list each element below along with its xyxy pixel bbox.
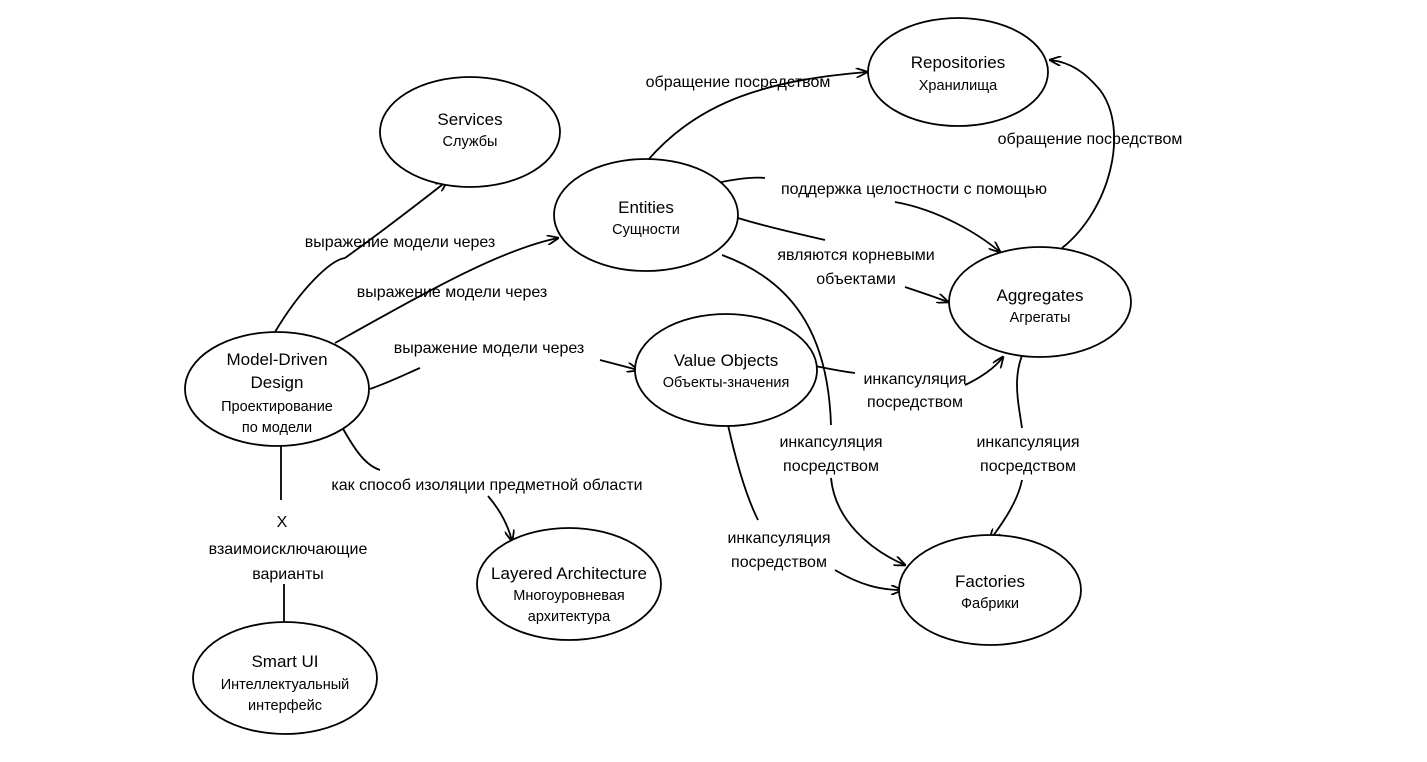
node-services-ru: Службы <box>443 134 498 150</box>
node-mdd-ru-line2: по модели <box>242 420 312 436</box>
node-entities-en: Entities <box>618 198 674 217</box>
node-factories-ru: Фабрики <box>961 596 1019 612</box>
label-entities-aggregates-root-line1: являются корневыми <box>777 247 934 264</box>
label-mdd-entities: выражение модели через <box>357 284 548 301</box>
node-layered-ru-line2: архитектура <box>528 609 611 625</box>
node-services-en: Services <box>437 110 502 129</box>
label-value-objects-aggregates-line1: инкапсуляция <box>863 371 966 388</box>
edge-value-objects-factories <box>727 424 902 590</box>
label-entities-aggregates-integrity: поддержка целостности с помощью <box>781 181 1047 198</box>
edge-mdd-value-objects <box>369 360 638 390</box>
node-model-driven-design: Model-Driven Design Проектирование по мо… <box>184 331 370 447</box>
label-value-objects-aggregates-line2: посредством <box>867 394 963 411</box>
label-entities-aggregates-root-line2: объектами <box>816 271 896 288</box>
label-value-objects-factories-line1: инкапсуляция <box>727 530 830 547</box>
node-value-objects-ru: Объекты-значения <box>663 375 790 391</box>
label-mdd-value-objects: выражение модели через <box>394 340 585 357</box>
label-entities-repositories: обращение посредством <box>646 74 831 91</box>
edge-mdd-entities <box>334 238 558 344</box>
label-value-objects-factories-line2: посредством <box>731 554 827 571</box>
edge-aggregates-repositories <box>1050 60 1115 249</box>
label-mdd-smart-ui-line1: взаимоисключающие <box>209 541 368 558</box>
node-aggregates: Aggregates Агрегаты <box>948 246 1132 358</box>
label-mdd-layered: как способ изоляции предметной области <box>331 477 642 494</box>
node-repositories: Repositories Хранилища <box>867 17 1049 127</box>
node-entities: Entities Сущности <box>553 158 739 272</box>
node-layered-ru-line1: Многоуровневая <box>513 588 624 604</box>
label-entities-factories-line2: посредством <box>783 458 879 475</box>
label-entities-factories-line1: инкапсуляция <box>779 434 882 451</box>
edge-entities-aggregates-root <box>737 217 948 302</box>
node-mdd-en-line2: Design <box>251 373 304 392</box>
edge-entities-factories <box>721 254 905 565</box>
node-repositories-en: Repositories <box>911 53 1006 72</box>
node-aggregates-ru: Агрегаты <box>1010 310 1071 326</box>
edge-labels: обращение посредством обращение посредст… <box>209 74 1183 583</box>
node-smart-ui-ru-line1: Интеллектуальный <box>221 677 349 693</box>
label-aggregates-factories-line1: инкапсуляция <box>976 434 1079 451</box>
node-aggregates-en: Aggregates <box>997 286 1084 305</box>
node-mdd-en-line1: Model-Driven <box>226 350 327 369</box>
node-repositories-ru: Хранилища <box>919 78 998 94</box>
edge-entities-repositories <box>647 72 867 161</box>
label-aggregates-factories-line2: посредством <box>980 458 1076 475</box>
edge-entities-aggregates-integrity <box>716 176 1000 252</box>
label-mdd-smart-ui-line2: варианты <box>252 566 324 583</box>
node-entities-ru: Сущности <box>612 222 680 238</box>
node-factories: Factories Фабрики <box>898 534 1082 646</box>
edge-mdd-services <box>274 181 447 333</box>
node-smart-ui: Smart UI Интеллектуальный интерфейс <box>192 621 378 735</box>
node-factories-en: Factories <box>955 572 1025 591</box>
node-value-objects: Value Objects Объекты-значения <box>634 313 818 427</box>
node-smart-ui-en: Smart UI <box>251 652 318 671</box>
edges <box>274 60 1115 625</box>
node-services: Services Службы <box>379 76 561 188</box>
label-aggregates-repositories: обращение посредством <box>998 131 1183 148</box>
edge-value-objects-aggregates <box>814 357 1003 386</box>
node-mdd-ru-line1: Проектирование <box>221 399 333 415</box>
edge-mdd-layered <box>341 426 512 541</box>
label-mdd-services: выражение модели через <box>305 234 496 251</box>
node-layered-architecture: Layered Architecture Многоуровневая архи… <box>476 527 662 641</box>
node-value-objects-en: Value Objects <box>674 351 779 370</box>
label-mdd-smart-ui-x: X <box>277 514 288 531</box>
node-smart-ui-ru-line2: интерфейс <box>248 698 322 714</box>
node-layered-en: Layered Architecture <box>491 564 647 583</box>
